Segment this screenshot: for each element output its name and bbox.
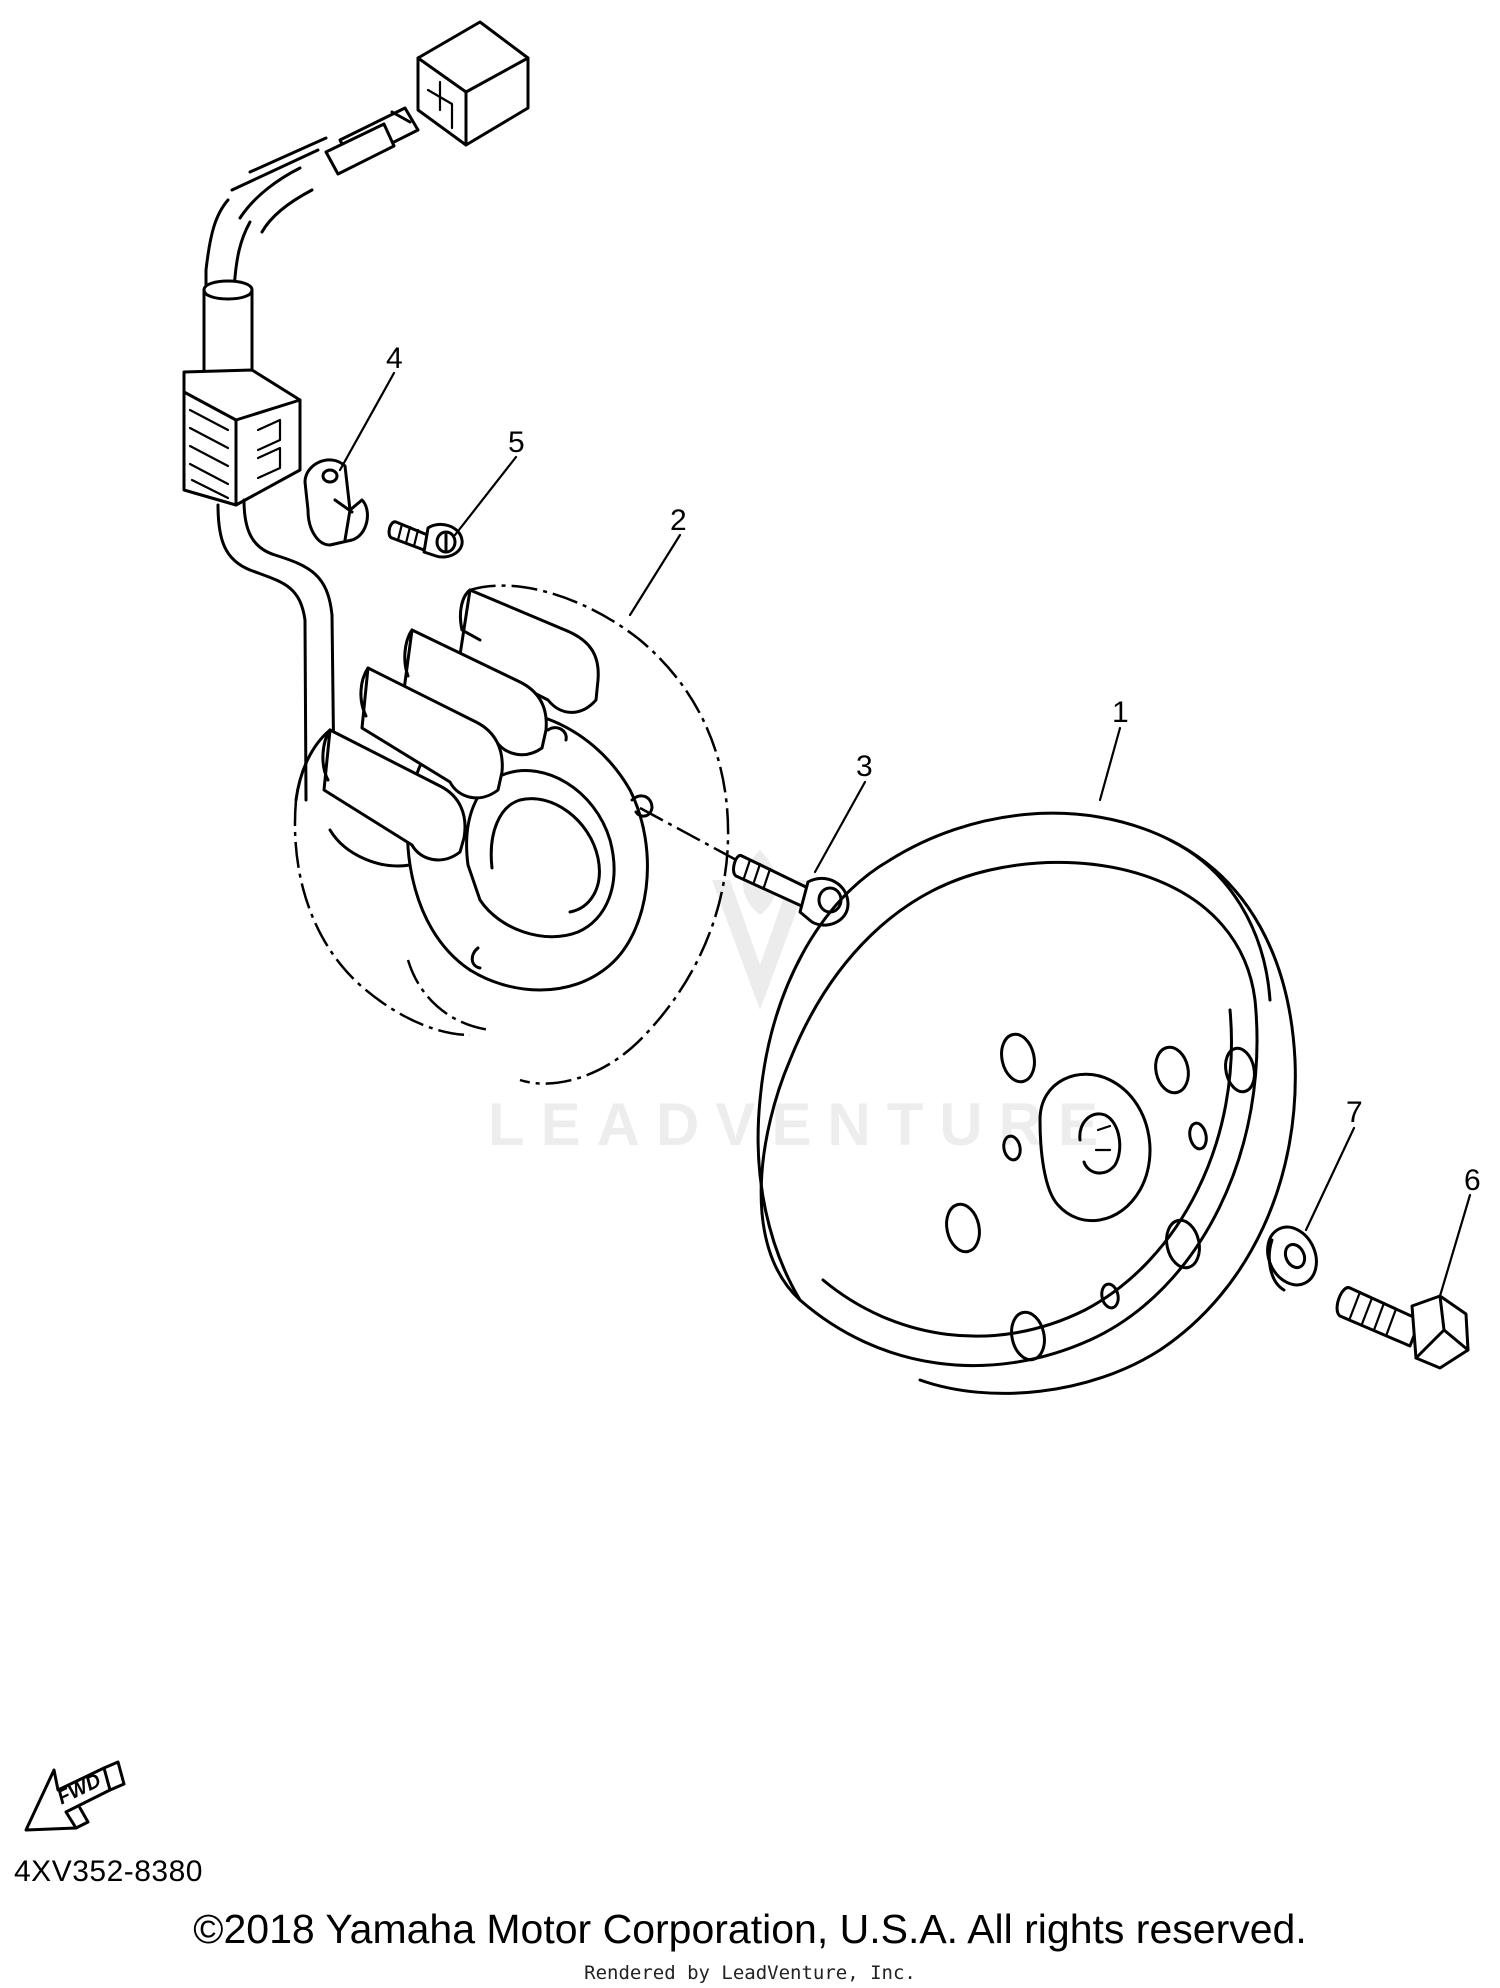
callout-4: 4 bbox=[386, 342, 403, 375]
part-1-rotor bbox=[756, 811, 1297, 1395]
callout-7: 7 bbox=[1346, 1096, 1363, 1129]
callout-2: 2 bbox=[670, 504, 687, 537]
part-5-screw bbox=[387, 520, 464, 559]
rendered-by-notice: Rendered by LeadVenture, Inc. bbox=[584, 1962, 916, 1984]
leader-lines bbox=[338, 371, 1472, 1298]
part-2-stator bbox=[293, 584, 730, 1085]
callout-1: 1 bbox=[1112, 696, 1129, 729]
wire-grommet bbox=[182, 279, 336, 802]
callout-3: 3 bbox=[856, 750, 873, 783]
leadventure-watermark-text: LEADVENTURE bbox=[488, 1091, 1115, 1158]
wire-harness-connector bbox=[204, 20, 530, 312]
copyright-notice: ©2018 Yamaha Motor Corporation, U.S.A. A… bbox=[193, 1906, 1307, 1952]
callout-6: 6 bbox=[1464, 1164, 1481, 1197]
callout-5: 5 bbox=[508, 426, 525, 459]
fwd-arrow-icon: FWD bbox=[24, 1760, 126, 1832]
part-6-bolt bbox=[1335, 1286, 1470, 1370]
part-4-clamp bbox=[303, 458, 369, 547]
part-7-washer bbox=[1266, 1225, 1318, 1292]
part-3-bolt bbox=[639, 806, 850, 927]
diagram-code: 4XV352-8380 bbox=[14, 1855, 203, 1888]
